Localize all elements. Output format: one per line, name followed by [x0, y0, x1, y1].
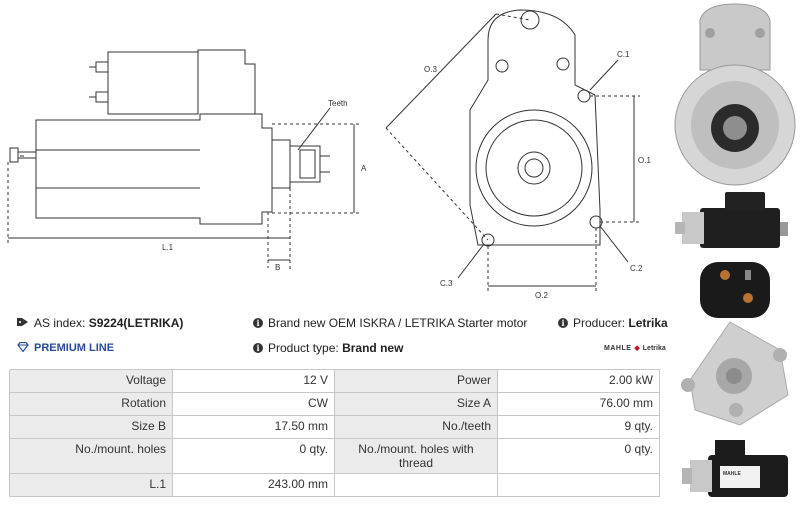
photo-flange-bolts: [681, 321, 789, 426]
producer-label: Producer:: [573, 316, 626, 330]
spec-value: 12 V: [172, 369, 335, 393]
info-icon: i: [253, 343, 263, 353]
premium-line-label: PREMIUM LINE: [34, 342, 115, 354]
dim-o1-label: O.1: [638, 156, 651, 165]
specs-table: Voltage 12 V Power 2.00 kW Rotation CW S…: [9, 369, 660, 497]
spec-label: No./teeth: [334, 415, 498, 439]
front-view-drawing: [385, 9, 640, 292]
as-index: AS index: S9224(LETRIKA): [17, 316, 183, 330]
photo-rear-view: [700, 262, 770, 318]
as-index-label: AS index:: [34, 316, 86, 330]
photo-label-text: MAHLE: [723, 471, 741, 477]
premium-line: PREMIUM LINE: [17, 341, 114, 355]
spec-label: Voltage: [9, 369, 173, 393]
spec-value: 0 qty.: [497, 438, 660, 474]
table-row: No./mount. holes 0 qty. No./mount. holes…: [9, 438, 660, 474]
product-type-label: Product type:: [268, 341, 339, 355]
table-row: Rotation CW Size A 76.00 mm: [9, 392, 660, 416]
spec-value-empty: [497, 473, 660, 497]
spec-label: No./mount. holes: [9, 438, 173, 474]
spec-value: 76.00 mm: [497, 392, 660, 416]
info-section: AS index: S9224(LETRIKA) PREMIUM LINE i …: [0, 308, 668, 360]
spec-label: Size A: [334, 392, 498, 416]
spec-value: 17.50 mm: [172, 415, 335, 439]
table-row: L.1 243.00 mm: [9, 473, 660, 497]
dim-b-label: B: [275, 263, 280, 272]
teeth-label: Teeth: [328, 99, 348, 108]
technical-drawing: Teeth A B L.1 O.3 O.1 O.2 C.1 C.2 C.3: [0, 0, 665, 305]
photo-front-flange: [674, 3, 796, 186]
product-photos: MAHLE: [670, 0, 800, 509]
dim-o2-label: O.2: [535, 291, 548, 300]
table-row: Size B 17.50 mm No./teeth 9 qty.: [9, 415, 660, 439]
product-type-value: Brand new: [342, 341, 404, 355]
dim-l1-label: L.1: [162, 243, 174, 252]
dim-c3-label: C.3: [440, 279, 453, 288]
dim-c2-label: C.2: [630, 264, 643, 273]
photo-side-label: MAHLE: [682, 440, 788, 497]
mahle-logo: MAHLE: [604, 344, 632, 352]
letrika-logo: Letrika: [642, 344, 666, 352]
as-index-value: S9224(LETRIKA): [88, 316, 184, 330]
side-view-drawing: [7, 49, 360, 270]
spec-label: L.1: [9, 473, 173, 497]
description: i Brand new OEM ISKRA / LETRIKA Starter …: [253, 316, 527, 330]
tag-icon: [17, 316, 29, 330]
spec-value: 2.00 kW: [497, 369, 660, 393]
spec-label: Rotation: [9, 392, 173, 416]
info-icon: i: [558, 318, 568, 328]
brand-logos: MAHLE ◆ Letrika: [604, 344, 666, 353]
spec-value: 0 qty.: [172, 438, 335, 474]
spec-value: CW: [172, 392, 335, 416]
info-icon: i: [253, 318, 263, 328]
spec-label: Power: [334, 369, 498, 393]
photo-side-view: [675, 192, 788, 248]
producer: i Producer: Letrika: [558, 316, 668, 330]
spec-value: 243.00 mm: [172, 473, 335, 497]
description-text: Brand new OEM ISKRA / LETRIKA Starter mo…: [268, 316, 528, 330]
letrika-logo-icon: ◆: [634, 345, 640, 352]
product-type: i Product type: Brand new: [253, 341, 403, 355]
dim-a-label: A: [361, 164, 367, 173]
table-row: Voltage 12 V Power 2.00 kW: [9, 369, 660, 393]
spec-value: 9 qty.: [497, 415, 660, 439]
spec-label: Size B: [9, 415, 173, 439]
diamond-icon: [17, 341, 29, 355]
spec-label-empty: [334, 473, 498, 497]
producer-value: Letrika: [628, 316, 668, 330]
dim-o3-label: O.3: [424, 65, 437, 74]
dim-c1-label: C.1: [617, 50, 630, 59]
spec-label: No./mount. holes with thread: [334, 438, 498, 474]
